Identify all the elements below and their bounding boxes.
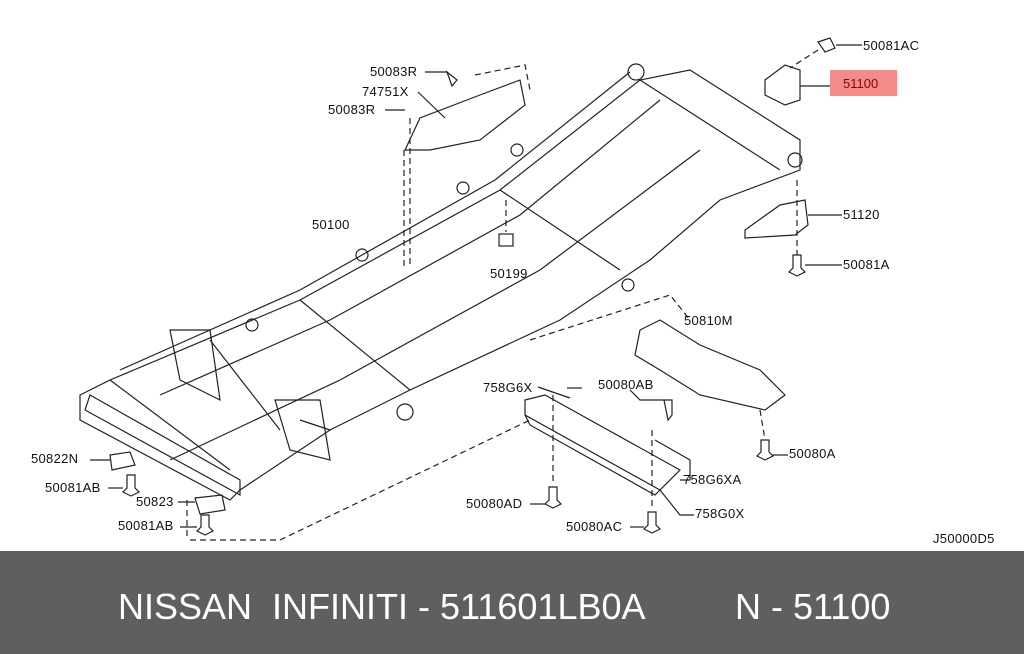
part-label-50083R-top: 50083R (370, 64, 418, 79)
bracket-51120 (744, 180, 842, 277)
part-label-51100[interactable]: 51100 (843, 76, 879, 91)
part-label-758G6X: 758G6X (483, 380, 533, 395)
part-label-50081AB-bottom: 50081AB (118, 518, 174, 533)
part-label-50810M: 50810M (684, 313, 733, 328)
part-label-50080AD: 50080AD (466, 496, 523, 511)
diagram-part-reference: N - 51100 (735, 586, 891, 627)
part-label-50081AB-top: 50081AB (45, 480, 101, 495)
part-label-50081A: 50081A (843, 257, 890, 272)
part-label-50083R-bottom: 50083R (328, 102, 376, 117)
highlight-box-51100[interactable]: 51100 (830, 70, 897, 96)
part-label-50823: 50823 (136, 494, 174, 509)
part-label-51120: 51120 (843, 207, 880, 222)
part-label-50100: 50100 (312, 217, 350, 232)
clip-50199 (498, 200, 514, 247)
parts-diagram: 51100 50081AC 50083R 74751X 50083R 50100… (31, 37, 995, 546)
brand-part-number: NISSAN INFINITI - 511601LB0A (118, 586, 646, 627)
part-label-50080A: 50080A (789, 446, 836, 461)
bracket-51100 (764, 37, 862, 106)
part-label-50199: 50199 (490, 266, 528, 281)
chassis-frame-drawing (79, 37, 862, 541)
part-label-50080AB: 50080AB (598, 377, 654, 392)
part-label-758G6XA: 758G6XA (683, 472, 742, 487)
part-info-banner: NISSAN INFINITI - 511601LB0A N - 51100 (0, 551, 1024, 654)
skid-plate-50810M (529, 294, 788, 461)
part-label-50080AC: 50080AC (566, 519, 623, 534)
part-label-50081AC: 50081AC (863, 38, 920, 53)
skid-plate-758G0X (190, 386, 694, 541)
front-brackets (90, 451, 226, 540)
part-label-74751X: 74751X (362, 84, 409, 99)
part-label-50822N: 50822N (31, 451, 79, 466)
diagram-reference-code: J50000D5 (933, 531, 995, 546)
shield-74751X (385, 64, 531, 268)
part-label-758G0X: 758G0X (695, 506, 745, 521)
frame-50100 (79, 63, 803, 501)
